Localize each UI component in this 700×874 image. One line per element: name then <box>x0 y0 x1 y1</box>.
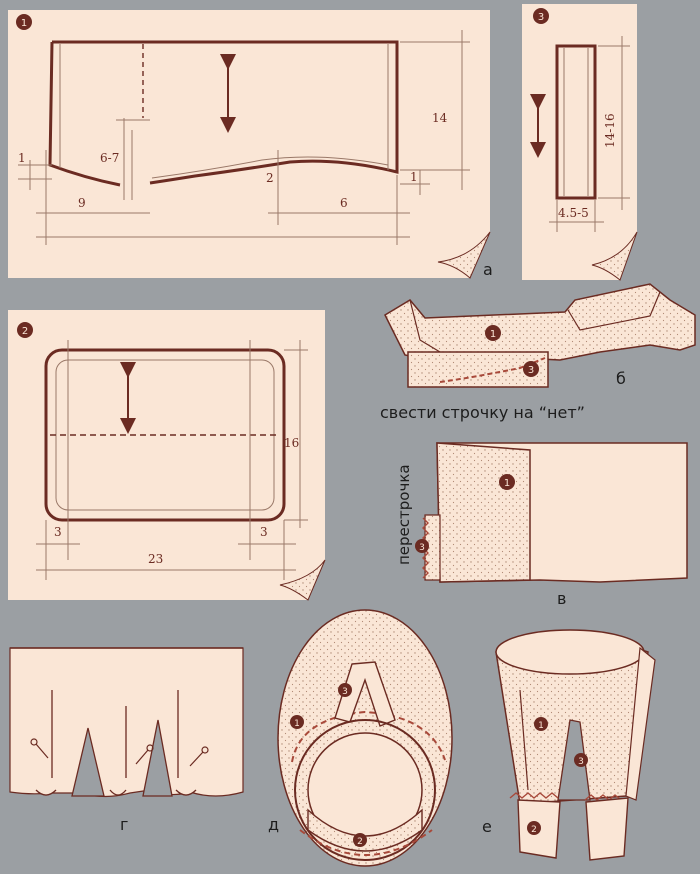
side-flap-e <box>625 646 656 801</box>
strip-edge-v <box>424 514 441 581</box>
page-curl-icon <box>279 559 326 601</box>
step-b-illustration: 1 3 б свести строчку на “нет” <box>380 283 696 422</box>
dim-2: 2 <box>266 171 274 185</box>
badge-b-3-label: 3 <box>528 365 534 376</box>
badge-d-2: 2 <box>353 833 367 847</box>
dart-g-2 <box>142 719 173 797</box>
dim-23: 23 <box>148 552 163 566</box>
badge-v-1-label: 1 <box>504 478 510 489</box>
badge-b-1: 1 <box>485 325 501 341</box>
badge-e-3-label: 3 <box>578 757 584 767</box>
dimension-lines-2 <box>36 340 308 580</box>
dim-4-5-5: 4.5-5 <box>558 206 589 220</box>
panel-pattern-1: 1 14 1 1 6 <box>8 10 493 279</box>
pattern-piece-2-outline <box>44 348 286 522</box>
panel-letter-v: в <box>557 589 566 608</box>
badge-e-1-label: 1 <box>538 721 544 731</box>
fold-top-b <box>567 291 661 331</box>
caption-b: свести строчку на “нет” <box>380 403 585 422</box>
paper-sheet-1 <box>8 10 490 278</box>
badge-1-label: 1 <box>21 18 27 29</box>
dimension-lines-3 <box>549 36 630 232</box>
sleeve-top-e <box>495 629 645 675</box>
dim-3-left: 3 <box>54 525 62 539</box>
panel-letter-g: г <box>120 815 128 834</box>
badge-e-3: 3 <box>574 753 588 767</box>
fabric-sleeve-b <box>384 283 696 363</box>
badge-d-3: 3 <box>338 683 352 697</box>
dart-g-1 <box>71 727 105 797</box>
dim-9: 9 <box>78 196 86 210</box>
dimension-lines-1 <box>18 30 470 245</box>
stitch-line-d <box>291 710 446 763</box>
badge-b-1-label: 1 <box>490 329 496 340</box>
dim-6-7: 6-7 <box>100 151 119 165</box>
page-curl-icon <box>591 231 638 281</box>
dim-14: 14 <box>432 111 448 125</box>
badge-piece-1: 1 <box>16 14 32 30</box>
panel-letter-b: б <box>616 369 626 388</box>
pin-icon <box>30 738 209 767</box>
pleats-g <box>51 690 179 778</box>
dim-16: 16 <box>284 436 299 450</box>
badge-e-2: 2 <box>527 821 541 835</box>
badge-d-1: 1 <box>290 715 304 729</box>
dim-1-left: 1 <box>18 151 26 165</box>
dim-1-right: 1 <box>410 170 418 184</box>
badge-piece-3: 3 <box>533 8 549 24</box>
badge-b-3: 3 <box>523 361 539 377</box>
paper-sheet-3 <box>522 4 637 280</box>
badge-v-1: 1 <box>499 474 515 490</box>
paper-sheet-2 <box>8 310 325 600</box>
badge-d-2-label: 2 <box>357 837 363 847</box>
badge-v-3-label: 3 <box>419 543 425 553</box>
hem-line <box>151 156 389 179</box>
seam-line-e <box>519 689 529 791</box>
strap-piece-3-d <box>334 661 396 727</box>
badge-piece-2: 2 <box>17 322 33 338</box>
badge-d-1-label: 1 <box>294 719 300 729</box>
page-curl-icon <box>437 231 491 279</box>
panel-pattern-3: 3 14-16 4.5-5 <box>522 4 638 281</box>
dim-6: 6 <box>340 196 348 210</box>
panel-letter-e: е <box>482 817 492 836</box>
side-label-v: перестрочка <box>395 464 413 565</box>
panel-letter-a: а <box>483 260 493 279</box>
badge-2-label: 2 <box>22 326 28 337</box>
dim-3-right: 3 <box>260 525 268 539</box>
pattern-piece-3-outline <box>555 44 597 200</box>
panel-letter-d: д <box>268 815 279 834</box>
step-v-illustration: 1 3 перестрочка в <box>395 442 688 608</box>
dim-14-16: 14-16 <box>603 113 617 148</box>
badge-d-3-label: 3 <box>342 687 348 697</box>
cuff-stitch-d <box>299 829 433 856</box>
badge-v-3: 3 <box>415 539 429 553</box>
cuff-ring-outer-d <box>294 719 436 861</box>
fold-left-b <box>409 299 441 353</box>
badge-3-label: 3 <box>538 12 544 23</box>
fabric-piece-1-v <box>436 442 531 583</box>
badge-e-1: 1 <box>534 717 548 731</box>
step-g-illustration: г <box>9 647 244 834</box>
step-e-illustration: 1 3 2 е <box>482 629 656 861</box>
cuff-right-e <box>585 797 629 861</box>
step-d-illustration: 3 1 2 д <box>268 609 453 867</box>
zigzag-stitch-e <box>509 792 622 801</box>
panel-pattern-2: 2 16 3 3 23 <box>8 310 326 601</box>
bottom-loops-g <box>35 789 197 796</box>
badge-e-2-label: 2 <box>531 825 537 835</box>
cuff-piece-2-d <box>307 808 423 852</box>
